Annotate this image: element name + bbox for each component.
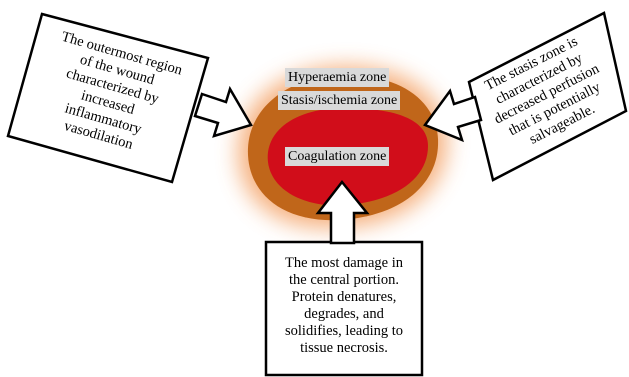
hyperaemia-zone-label: Hyperaemia zone <box>285 68 390 87</box>
left-arrow <box>193 85 253 138</box>
bottom-callout-text: The most damage in the central portion. … <box>268 255 420 357</box>
bottom-callout-line: The most damage in <box>285 255 403 271</box>
right-arrow <box>423 88 483 143</box>
right-callout-box <box>467 11 628 182</box>
left-callout-box <box>6 12 210 184</box>
stasis-zone-label: Stasis/ischemia zone <box>278 91 401 110</box>
bottom-callout-line: solidifies, leading to <box>285 323 403 339</box>
coagulation-zone-label: Coagulation zone <box>285 147 390 166</box>
bottom-callout-line: tissue necrosis. <box>300 340 388 356</box>
bottom-callout-line: degrades, and <box>304 306 384 322</box>
bottom-callout-line: Protein denatures, <box>291 289 397 305</box>
bottom-arrow <box>315 179 370 245</box>
bottom-callout-line: the central portion. <box>289 272 399 288</box>
